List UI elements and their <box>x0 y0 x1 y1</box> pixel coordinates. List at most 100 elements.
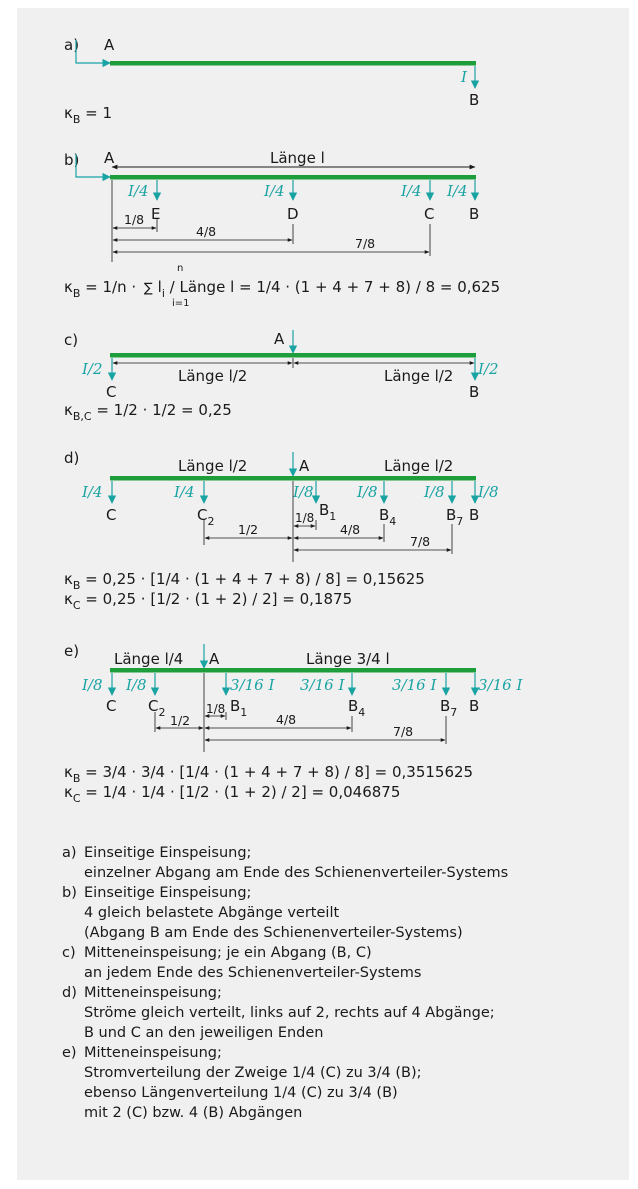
section-e: e) Länge l/4 A Länge 3/4 l I/8 I/8 3/16 … <box>64 642 523 805</box>
feed-arrow <box>75 154 111 182</box>
length-label-left: Länge l/2 <box>178 367 247 385</box>
legend-item-label: b) <box>62 885 77 901</box>
current-label-B: I/2 <box>477 360 499 378</box>
sum-lower-limit: i=1 <box>172 298 190 309</box>
dimension-label-7-8: 7/8 <box>355 236 375 251</box>
node-C: C <box>106 506 116 524</box>
legend-item-text: Einseitige Einspeisung; 4 gleich belastet… <box>84 883 622 943</box>
dimension-label-7-8: 7/8 <box>393 724 413 739</box>
legend-item-label: d) <box>62 985 77 1001</box>
legend-item-text: Mitteneinspeisung;Stromverteilung der Zw… <box>84 1043 622 1123</box>
node-D: D <box>287 205 299 223</box>
current-label-B4: I/8 <box>356 483 378 501</box>
node-C: C <box>424 205 434 223</box>
legend-line: an jedem Ende des Schienenverteiler-Syst… <box>84 965 422 981</box>
node-E: E <box>151 205 160 223</box>
length-label-left: Länge l/2 <box>178 457 247 475</box>
legend-item-text: Mitteneinspeisung; je ein Abgang (B, C) a… <box>84 943 622 983</box>
node-C: C <box>106 697 116 715</box>
busbar <box>110 175 476 180</box>
formula-kappa-B: κB = 0,25 · [1/4 · (1 + 4 + 7 + 8) / 8] … <box>64 570 425 592</box>
legend-line: Mitteneinspeisung; je ein Abgang (B, C) <box>84 945 372 961</box>
legend-line: mit 2 (C) bzw. 4 (B) Abgängen <box>84 1105 303 1121</box>
legend-line: Mitteneinspeisung; <box>84 985 222 1001</box>
node-B: B <box>469 506 479 524</box>
dimension-label-1-8: 1/8 <box>295 511 314 525</box>
busbar <box>110 61 476 66</box>
current-label-C2: I/4 <box>173 483 195 501</box>
section-b-label: b) <box>64 151 79 169</box>
current-label-E: I/4 <box>127 182 149 200</box>
length-label-right: Länge l/2 <box>384 367 453 385</box>
current-label-B: I/8 <box>477 483 499 501</box>
node-B7: B7 <box>446 506 463 528</box>
node-B1: B1 <box>230 697 247 719</box>
formula-kappa-B: κB = 1 <box>64 104 112 126</box>
node-A: A <box>104 36 115 54</box>
legend-item: c) Mitteneinspeisung; je ein Abgang (B, C… <box>62 943 622 983</box>
legend-line: B und C an den jeweiligen Enden <box>84 1025 324 1041</box>
legend-line: einzelner Abgang am Ende des Schienenver… <box>84 865 509 881</box>
dimension-label-4-8: 4/8 <box>340 522 360 537</box>
dimension-label-4-8: 4/8 <box>196 224 216 239</box>
diagram-panel <box>17 8 629 1180</box>
current-label-D: I/4 <box>263 182 285 200</box>
section-b: b) A Länge l I/4 I/4 I/4 I/4 E D C B 1/8… <box>64 149 500 309</box>
node-B4: B4 <box>348 697 365 719</box>
legend-line: 4 gleich belastete Abgänge verteilt <box>84 905 340 921</box>
current-label-B1: 3/16 I <box>230 676 275 694</box>
sum-upper-limit: n <box>177 263 183 274</box>
legend-item-label: e) <box>62 1045 77 1061</box>
node-A: A <box>274 330 285 348</box>
busbar <box>110 668 476 673</box>
legend-item: b) Einseitige Einspeisung; 4 gleich belast… <box>62 883 622 943</box>
legend-line: ebenso Längenverteilung 1/4 (C) zu 3/4 (… <box>84 1085 398 1101</box>
formula-kappa-B: κB = 1/n · ∑li / Länge l = 1/4 · (1 + 4 … <box>64 278 500 300</box>
busbar <box>110 476 476 481</box>
dimension-label-7-8: 7/8 <box>410 534 430 549</box>
dimension-label-4-8: 4/8 <box>276 712 296 727</box>
current-label-C: I/4 <box>81 483 103 501</box>
dimension-label-1-8: 1/8 <box>124 212 144 227</box>
legend-line: Ströme gleich verteilt, links auf 2, rec… <box>84 1005 495 1021</box>
node-C2: C2 <box>197 506 214 528</box>
formula-kappa-C: κC = 1/4 · 1/4 · [1/2 · (1 + 2) / 2] = 0… <box>64 783 400 805</box>
current-label-B7: I/8 <box>423 483 445 501</box>
formula-kappa-C: κC = 0,25 · [1/2 · (1 + 2) / 2] = 0,1875 <box>64 590 352 612</box>
node-C2: C2 <box>148 697 165 719</box>
legend-line: Mitteneinspeisung; <box>84 1045 222 1061</box>
node-B: B <box>469 91 479 109</box>
current-label-C: I/2 <box>81 360 103 378</box>
legend-line: Einseitige Einspeisung; <box>84 885 252 901</box>
current-label-B4: 3/16 I <box>300 676 345 694</box>
node-B: B <box>469 205 479 223</box>
current-label-B7: 3/16 I <box>392 676 437 694</box>
legend-item: e) Mitteneinspeisung;Stromverteilung der … <box>62 1043 622 1123</box>
legend-item-label: c) <box>62 945 76 961</box>
section-e-label: e) <box>64 642 79 660</box>
legend-item-label: a) <box>62 845 77 861</box>
current-label-C2: I/8 <box>125 676 147 694</box>
dimension-label-1-2: 1/2 <box>238 522 258 537</box>
node-A: A <box>299 457 310 475</box>
length-label-right: Länge l/2 <box>384 457 453 475</box>
length-label: Länge l <box>270 149 325 167</box>
section-c-label: c) <box>64 331 78 349</box>
busbar <box>110 353 476 358</box>
current-label-C: I/4 <box>400 182 422 200</box>
section-d: d) Länge l/2 A Länge l/2 I/4 I/4 I/8 I/8… <box>64 449 499 612</box>
legend-item-text: Einseitige Einspeisung;einzelner Abgang … <box>84 843 622 883</box>
section-a-label: a) <box>64 36 79 54</box>
feed-arrow <box>75 40 111 68</box>
current-label-B: I <box>460 68 468 86</box>
dimension-label-1-2: 1/2 <box>170 713 190 728</box>
node-C: C <box>106 383 116 401</box>
legend-item: d) Mitteneinspeisung; Ströme gleich vertei… <box>62 983 622 1043</box>
node-B: B <box>469 697 479 715</box>
current-label-C: I/8 <box>81 676 103 694</box>
formula-kappa-BC: κB,C = 1/2 · 1/2 = 0,25 <box>64 401 232 423</box>
legend-line: (Abgang B am Ende des Schienenverteiler-… <box>84 925 463 941</box>
legend: a)Einseitige Einspeisung;einzelner Abgan… <box>62 843 622 1123</box>
dimension-label-1-8: 1/8 <box>206 702 225 716</box>
